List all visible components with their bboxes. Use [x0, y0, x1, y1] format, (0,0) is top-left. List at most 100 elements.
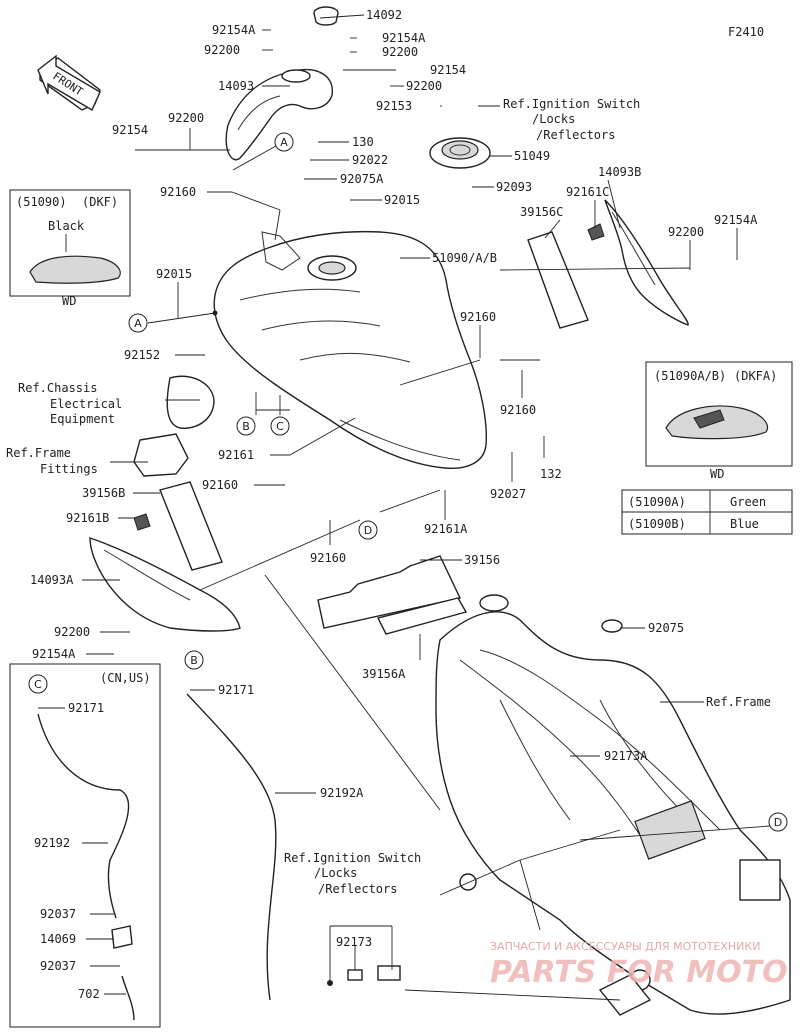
ref-ignition-bottom: Ref.Ignition Switch /Locks /Reflectors	[284, 851, 421, 896]
part-label: 39156	[464, 553, 500, 567]
part-label: 92153	[376, 99, 412, 113]
svg-text:(CN,US): (CN,US)	[100, 671, 151, 685]
tank-top-cover	[225, 6, 339, 161]
part-label: 39156C	[520, 205, 563, 219]
watermark-logo: PARTS FOR MOTO	[490, 955, 788, 990]
part-label: 14093	[218, 79, 254, 93]
part-label: 92200	[54, 625, 90, 639]
part-label: 92192	[34, 836, 70, 850]
svg-text:(DKF): (DKF)	[82, 195, 118, 209]
part-label: 92160	[460, 310, 496, 324]
fuel-tank	[212, 230, 488, 469]
part-label: 92171	[68, 701, 104, 715]
part-label: 92037	[40, 959, 76, 973]
pad-39156	[317, 555, 462, 629]
svg-text:D: D	[364, 524, 372, 537]
svg-text:/Locks: /Locks	[532, 112, 575, 126]
part-label: 14093A	[30, 573, 74, 587]
hose-702	[121, 975, 135, 1021]
part-label: 51049	[514, 149, 550, 163]
part-label: 92161B	[66, 511, 109, 525]
part-label: 92161A	[424, 522, 468, 536]
ref-ignition-top: Ref.Ignition Switch /Locks /Reflectors	[503, 97, 640, 142]
part-label: 92154	[430, 63, 466, 77]
part-label: 92160	[500, 403, 536, 417]
pad-39156b	[159, 481, 223, 571]
part-label: 92075A	[340, 172, 384, 186]
svg-text:Ref.Ignition Switch: Ref.Ignition Switch	[503, 97, 640, 111]
part-label: 92154A	[382, 31, 426, 45]
fuel-cap	[429, 137, 491, 169]
side-cover-left	[89, 513, 241, 632]
part-label: 92015	[156, 267, 192, 281]
part-label: 92160	[310, 551, 346, 565]
svg-text:Ref.Ignition Switch: Ref.Ignition Switch	[284, 851, 421, 865]
callout-b-tank: B	[236, 416, 256, 436]
part-label: 92173A	[604, 749, 648, 763]
part-label: 92154	[112, 123, 148, 137]
svg-text:WD: WD	[62, 294, 76, 308]
svg-text:C: C	[34, 678, 42, 691]
inset-dkfa: (51090A/B) (DKFA) WD	[645, 361, 793, 481]
part-label: 51090/A/B	[432, 251, 497, 265]
callout-a-top: A	[274, 132, 294, 152]
bracket-chassis-electrical	[166, 375, 215, 429]
svg-text:A: A	[280, 136, 288, 149]
svg-text:Ref.Frame: Ref.Frame	[706, 695, 771, 709]
figure-code: F2410	[728, 25, 764, 39]
part-label: 132	[540, 467, 562, 481]
color-table-color-b: Blue	[730, 517, 759, 531]
svg-text:(51090A/B): (51090A/B)	[654, 369, 726, 383]
side-cover-right	[587, 199, 689, 326]
hose-92192	[37, 713, 130, 919]
part-label: 92027	[490, 487, 526, 501]
part-label: 92161	[218, 448, 254, 462]
svg-text:Electrical: Electrical	[50, 397, 122, 411]
svg-text:Black: Black	[48, 219, 85, 233]
part-label: 92154A	[32, 647, 76, 661]
front-arrow-icon: FRONT	[37, 54, 101, 112]
callout-d-frame: D	[768, 812, 788, 832]
svg-text:/Reflectors: /Reflectors	[318, 882, 397, 896]
part-label: 92037	[40, 907, 76, 921]
svg-text:Ref.Chassis: Ref.Chassis	[18, 381, 97, 395]
callout-c-tank: C	[270, 416, 290, 436]
color-table: (51090A) Green (51090B) Blue	[621, 489, 793, 535]
color-table-code-b: (51090B)	[628, 517, 686, 531]
part-label: 14069	[40, 932, 76, 946]
callout-b-hose: B	[184, 650, 204, 670]
color-table-color-a: Green	[730, 495, 766, 509]
svg-text:Fittings: Fittings	[40, 462, 98, 476]
part-label: 130	[352, 135, 374, 149]
part-label: 92160	[202, 478, 238, 492]
part-label: 92200	[382, 45, 418, 59]
svg-text:B: B	[190, 654, 198, 667]
part-label: 702	[78, 987, 100, 1001]
part-label: 92075	[648, 621, 684, 635]
part-label: 39156A	[362, 667, 406, 681]
part-label: 39156B	[82, 486, 125, 500]
part-label: 92173	[336, 935, 372, 949]
part-label: 92171	[218, 683, 254, 697]
bracket-92173	[327, 965, 401, 986]
part-label: 92200	[168, 111, 204, 125]
motorcycle-frame	[435, 594, 791, 1016]
part-number-labels: 14092 92154A 92200 92154A 92200 92154 14…	[30, 8, 758, 1001]
svg-text:Ref.Frame: Ref.Frame	[6, 446, 71, 460]
svg-text:A: A	[134, 317, 142, 330]
bracket-frame-fittings	[133, 433, 189, 477]
filter-14069	[111, 925, 133, 949]
callout-a-left: A	[128, 313, 148, 333]
part-label: 92160	[160, 185, 196, 199]
svg-text:/Locks: /Locks	[314, 866, 357, 880]
svg-text:ЗАПЧАСТИ И АКСЕССУАРЫ ДЛЯ МОТО: ЗАПЧАСТИ И АКСЕССУАРЫ ДЛЯ МОТОТЕХНИКИ	[490, 940, 760, 953]
svg-text:WD: WD	[710, 467, 724, 481]
part-label: 92161C	[566, 185, 609, 199]
part-label: 92200	[668, 225, 704, 239]
watermark: ЗАПЧАСТИ И АКСЕССУАРЫ ДЛЯ МОТОТЕХНИКИ PA…	[490, 940, 788, 990]
callout-d-tank: D	[358, 520, 378, 540]
part-label: 92093	[496, 180, 532, 194]
svg-text:(DKFA): (DKFA)	[734, 369, 777, 383]
